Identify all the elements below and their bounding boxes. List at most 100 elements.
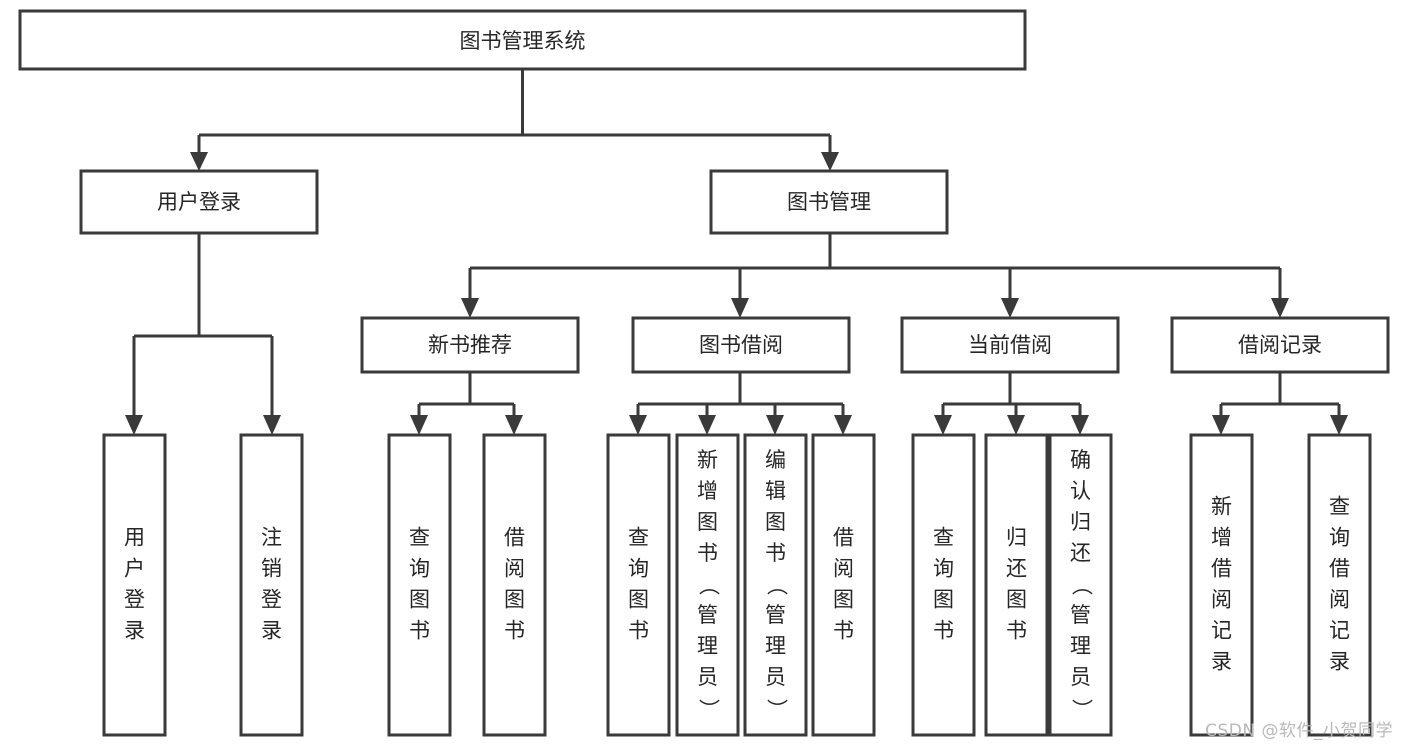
- label-char: 还: [1006, 557, 1027, 581]
- label-char: 书: [1006, 619, 1027, 643]
- label-char: 员: [765, 665, 786, 689]
- arrow-user-login-to-leaf-2: [263, 415, 281, 435]
- label-char: 借: [1329, 557, 1350, 581]
- label-char: 查: [409, 526, 430, 550]
- arrow-borrow-to-leaf-1: [629, 415, 647, 435]
- node-borrow-record-box[interactable]: [1170, 316, 1390, 374]
- label-char: 书: [697, 541, 718, 565]
- label-char: 阅: [1329, 588, 1350, 612]
- node-leaf-user-login-box[interactable]: [102, 433, 167, 737]
- node-root-label: 图书管理系统: [460, 29, 586, 53]
- label-char: 新: [1211, 495, 1232, 519]
- node-borrow-record-label: 借阅记录: [1238, 333, 1322, 357]
- arrow-current-to-leaf-3: [1071, 415, 1089, 435]
- leaf-layer: [102, 433, 1372, 737]
- label-char: 理: [697, 634, 718, 658]
- arrow-record-to-leaf-2: [1330, 415, 1348, 435]
- label-char: 新: [697, 448, 718, 472]
- label-char: 增: [697, 479, 718, 503]
- label-char: 管: [1070, 603, 1091, 627]
- node-new-book-recommend-label: 新书推荐: [428, 333, 512, 357]
- label-char: 查: [933, 526, 954, 550]
- node-book-borrow-label: 图书借阅: [699, 333, 783, 357]
- label-char: 借: [833, 526, 854, 550]
- label-char: 员: [697, 665, 718, 689]
- arrow-borrow-to-leaf-3: [766, 415, 784, 435]
- label-char: 录: [1329, 650, 1350, 674]
- label-char: 借: [1211, 557, 1232, 581]
- node-book-manage-label: 图书管理: [787, 190, 871, 214]
- node-leaf-query-book-3-box[interactable]: [911, 433, 976, 737]
- node-leaf-edit-book-box[interactable]: [743, 433, 808, 737]
- node-leaf-add-record-box[interactable]: [1189, 433, 1254, 737]
- label-char: 录: [1211, 650, 1232, 674]
- arrow-root-to-user-login: [190, 152, 208, 171]
- label-char: 辑: [765, 479, 786, 503]
- label-char: 书: [628, 619, 649, 643]
- label-char: 理: [765, 634, 786, 658]
- label-char: 图: [697, 510, 718, 534]
- label-char: 销: [261, 557, 282, 581]
- node-leaf-query-record-box[interactable]: [1307, 433, 1372, 737]
- label-char: 编: [765, 448, 786, 472]
- node-leaf-borrow-book-2-box[interactable]: [811, 433, 876, 737]
- leaf-label-layer: 用户登录注销登录查询图书借阅图书查询图书新增图书（管理员）编辑图书（管理员）借阅…: [124, 448, 1350, 720]
- label-char: 还: [1070, 541, 1091, 565]
- node-leaf-logout-box[interactable]: [239, 433, 304, 737]
- arrow-recommend-to-leaf-2: [505, 415, 523, 435]
- node-borrow-record[interactable]: 借阅记录: [1170, 316, 1390, 374]
- label-char: （: [1070, 575, 1094, 596]
- node-leaf-return-book-box[interactable]: [984, 433, 1049, 737]
- node-book-manage[interactable]: 图书管理: [709, 169, 949, 235]
- node-root-box[interactable]: [18, 9, 1027, 71]
- node-leaf-add-book-box[interactable]: [675, 433, 740, 737]
- node-leaf-confirm-return-box[interactable]: [1048, 433, 1113, 737]
- arrow-record-to-leaf-1: [1212, 415, 1230, 435]
- label-char: 书: [933, 619, 954, 643]
- node-book-borrow-box[interactable]: [631, 316, 851, 374]
- label-char: 增: [1211, 526, 1232, 550]
- label-char: 图: [765, 510, 786, 534]
- node-current-borrow[interactable]: 当前借阅: [900, 316, 1120, 374]
- arrow-book-manage-to-l3-1: [461, 298, 479, 318]
- node-user-login-box[interactable]: [79, 169, 319, 235]
- label-char: （: [697, 575, 721, 596]
- node-leaf-query-book-1-box[interactable]: [387, 433, 452, 737]
- label-char: 录: [124, 619, 145, 643]
- node-current-borrow-box[interactable]: [900, 316, 1120, 374]
- label-char: 图: [1006, 588, 1027, 612]
- node-leaf-borrow-book-1-box[interactable]: [482, 433, 547, 737]
- arrow-root-to-book-manage: [821, 152, 839, 171]
- node-user-login-label: 用户登录: [157, 190, 241, 214]
- node-book-borrow[interactable]: 图书借阅: [631, 316, 851, 374]
- label-char: 用: [124, 526, 145, 550]
- node-book-manage-box[interactable]: [709, 169, 949, 235]
- label-char: 查: [1329, 495, 1350, 519]
- arrow-recommend-to-leaf-1: [410, 415, 428, 435]
- label-char: 书: [409, 619, 430, 643]
- node-new-book-recommend[interactable]: 新书推荐: [360, 316, 580, 374]
- node-user-login[interactable]: 用户登录: [79, 169, 319, 235]
- node-root[interactable]: 图书管理系统: [18, 9, 1027, 71]
- node-new-book-recommend-box[interactable]: [360, 316, 580, 374]
- label-char: 查: [628, 526, 649, 550]
- arrow-user-login-to-leaf-1: [125, 415, 143, 435]
- label-char: 录: [261, 619, 282, 643]
- arrow-borrow-to-leaf-4: [834, 415, 852, 435]
- node-current-borrow-label: 当前借阅: [968, 333, 1052, 357]
- label-char: 图: [409, 588, 430, 612]
- label-char: 书: [504, 619, 525, 643]
- arrow-borrow-to-leaf-2: [698, 415, 716, 435]
- label-char: 书: [833, 619, 854, 643]
- label-char: 理: [1070, 634, 1091, 658]
- node-leaf-query-book-2-box[interactable]: [606, 433, 671, 737]
- label-char: 员: [1070, 665, 1091, 689]
- arrow-current-to-leaf-2: [1007, 415, 1025, 435]
